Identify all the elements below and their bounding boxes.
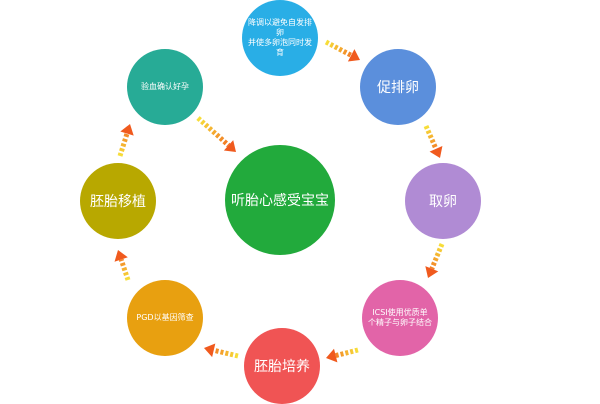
step-label: 降调以避免自发排卵 xyxy=(248,18,312,37)
step-label: 个精子与卵子结合 xyxy=(368,318,432,327)
step-label: 胚胎培养 xyxy=(254,359,310,375)
step-node-blood-test: 验血确认好孕 xyxy=(127,49,203,125)
step-node-embryo-transfer: 胚胎移植 xyxy=(80,163,156,239)
step-node-pgd-screening: PGD以基因筛查 xyxy=(127,280,203,356)
step-node-icsi: ICSI使用优质单个精子与卵子结合 xyxy=(362,280,438,356)
arrow-1 xyxy=(324,39,360,62)
step-label: 取卵 xyxy=(429,194,457,210)
arrow-shaft xyxy=(423,124,439,150)
arrow-head-icon xyxy=(120,124,134,136)
arrow-head-icon xyxy=(326,348,338,363)
center-label: 听胎心感受宝宝 xyxy=(231,193,329,209)
arrow-shaft xyxy=(117,132,130,157)
arrow-head-icon xyxy=(429,146,443,158)
step-label: 验血确认好孕 xyxy=(141,82,189,91)
arrow-7 xyxy=(117,124,134,157)
center-node: 听胎心感受宝宝 xyxy=(225,145,335,255)
arrow-6 xyxy=(114,250,131,281)
step-label: 促排卵 xyxy=(377,80,419,96)
step-label: PGD以基因筛查 xyxy=(136,313,194,322)
step-label: 并使多卵泡同时发育 xyxy=(248,38,312,57)
step-node-ovarian-stimulation: 促排卵 xyxy=(360,49,436,125)
arrow-3 xyxy=(425,243,445,278)
arrow-2 xyxy=(423,124,443,158)
arrow-head-icon xyxy=(425,266,439,278)
step-node-egg-retrieval: 取卵 xyxy=(405,163,481,239)
arrow-head-icon xyxy=(347,49,360,62)
arrow-shaft xyxy=(118,258,131,281)
arrow-head-icon xyxy=(114,250,128,262)
arrow-shaft xyxy=(429,243,445,270)
step-label: ICSI使用优质单 xyxy=(372,308,428,317)
arrow-shaft xyxy=(324,39,353,58)
arrow-5 xyxy=(204,343,239,359)
arrow-8 xyxy=(196,116,236,152)
step-label: 胚胎移植 xyxy=(90,194,146,210)
arrow-4 xyxy=(326,347,359,363)
arrow-head-icon xyxy=(223,140,236,152)
step-node-downregulation: 降调以避免自发排卵并使多卵泡同时发育 xyxy=(242,0,318,76)
arrow-head-icon xyxy=(204,343,216,358)
arrow-shaft xyxy=(213,347,239,359)
arrow-shaft xyxy=(335,347,359,359)
step-node-embryo-culture: 胚胎培养 xyxy=(244,328,320,404)
arrow-shaft xyxy=(196,116,231,148)
